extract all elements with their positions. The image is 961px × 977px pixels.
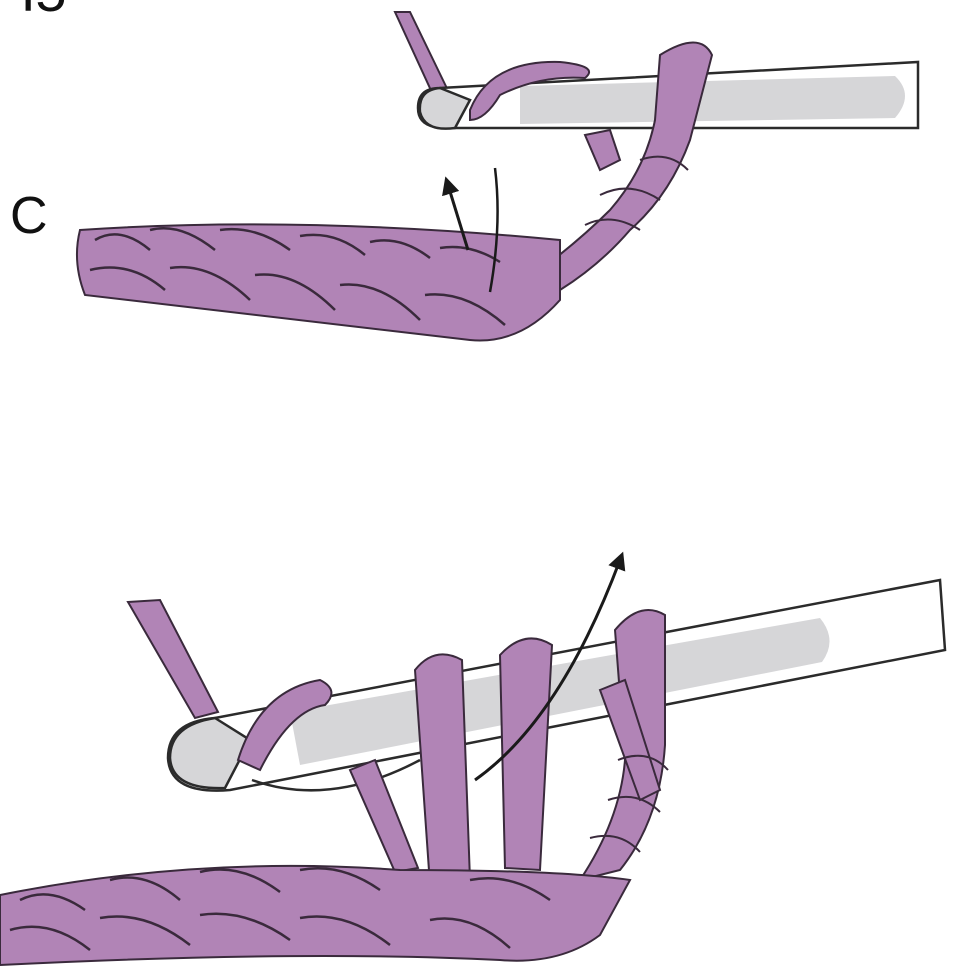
yarn-over-loop-1-icon	[415, 654, 470, 889]
foundation-chain-icon	[0, 866, 630, 965]
panel-c	[77, 12, 918, 341]
working-yarn-icon	[128, 600, 218, 718]
panel-d	[0, 560, 945, 965]
crochet-hook-icon	[168, 580, 945, 791]
foundation-chain-icon	[77, 224, 560, 340]
